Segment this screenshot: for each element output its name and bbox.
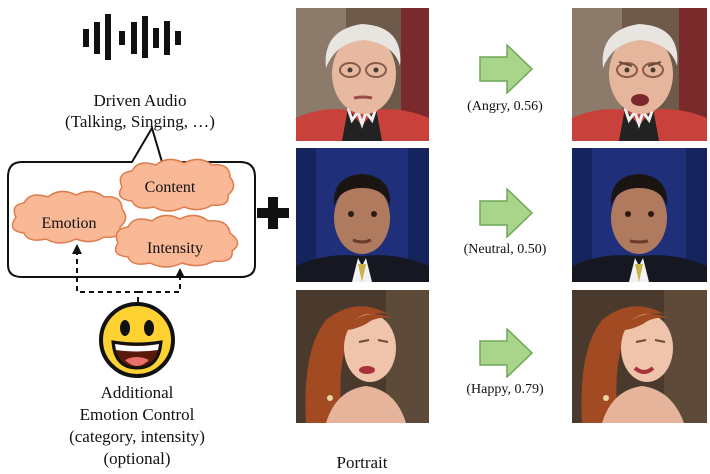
control-line4: (optional) [103,449,171,468]
audio-title: Driven Audio [93,91,187,110]
control-arrows [72,244,185,302]
transform-arrow-1 [479,44,533,94]
transform-arrow-2 [479,188,533,238]
emotion-cloud: Emotion [11,190,127,244]
intensity-cloud: Intensity [114,214,239,268]
grinning-face-icon [99,302,175,378]
audio-subtitle: (Talking, Singing, …) [65,112,215,131]
emotion-label: Emotion [41,215,96,232]
portrait-happy-source [296,290,429,423]
emotion-label-3: (Happy, 0.79) [466,382,544,397]
control-line2: Emotion Control [79,405,195,424]
content-label: Content [145,179,196,196]
portrait-neutral-result [572,148,707,282]
control-line1: Additional [100,383,174,402]
emotion-label-2: (Neutral, 0.50) [463,242,547,257]
content-cloud: Content [118,158,235,212]
intensity-label: Intensity [147,240,203,257]
speech-bubble: Content Emotion Intensity [7,125,256,278]
audio-waveform-icon [83,14,181,60]
portrait-happy-result [572,290,707,423]
plus-icon [257,197,289,229]
transform-arrow-3 [479,328,533,378]
portrait-angry-source [296,8,429,141]
portrait-neutral-source [296,148,429,282]
portrait-angry-result [572,8,707,141]
emotion-label-1: (Angry, 0.56) [467,99,543,114]
portrait-caption: Portrait [336,453,388,472]
control-line3: (category, intensity) [69,427,205,446]
